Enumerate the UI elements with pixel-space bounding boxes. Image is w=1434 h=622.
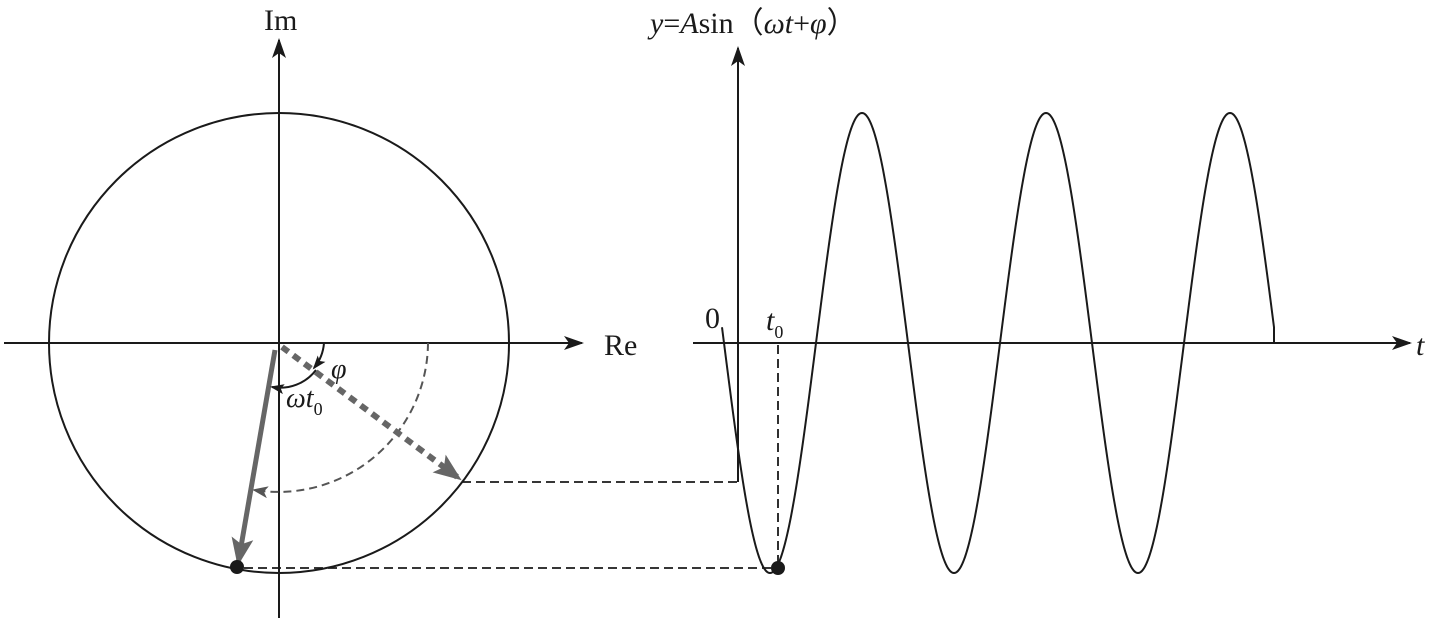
wave-title: y=Asin（ωt+φ） [647,7,857,40]
t0-label: t0 [766,304,783,342]
omega-t0-label: ωt0 [286,383,323,419]
sine-curve [721,111,1275,575]
omega-t0-angle-arc [270,369,317,395]
origin-label: 0 [705,302,720,335]
real-axis-label: Re [604,329,637,362]
rotation-arc [252,342,429,499]
phi-angle-arc [312,342,326,370]
initial-phasor-vector [280,344,462,482]
phasor-tip-point [230,560,244,574]
imaginary-axis-label: Im [264,4,297,37]
time-axis-label: t [1416,329,1425,362]
sine-minimum-point [771,561,785,575]
phi-angle-label: φ [331,354,347,385]
rotated-phasor-vector [231,349,278,566]
